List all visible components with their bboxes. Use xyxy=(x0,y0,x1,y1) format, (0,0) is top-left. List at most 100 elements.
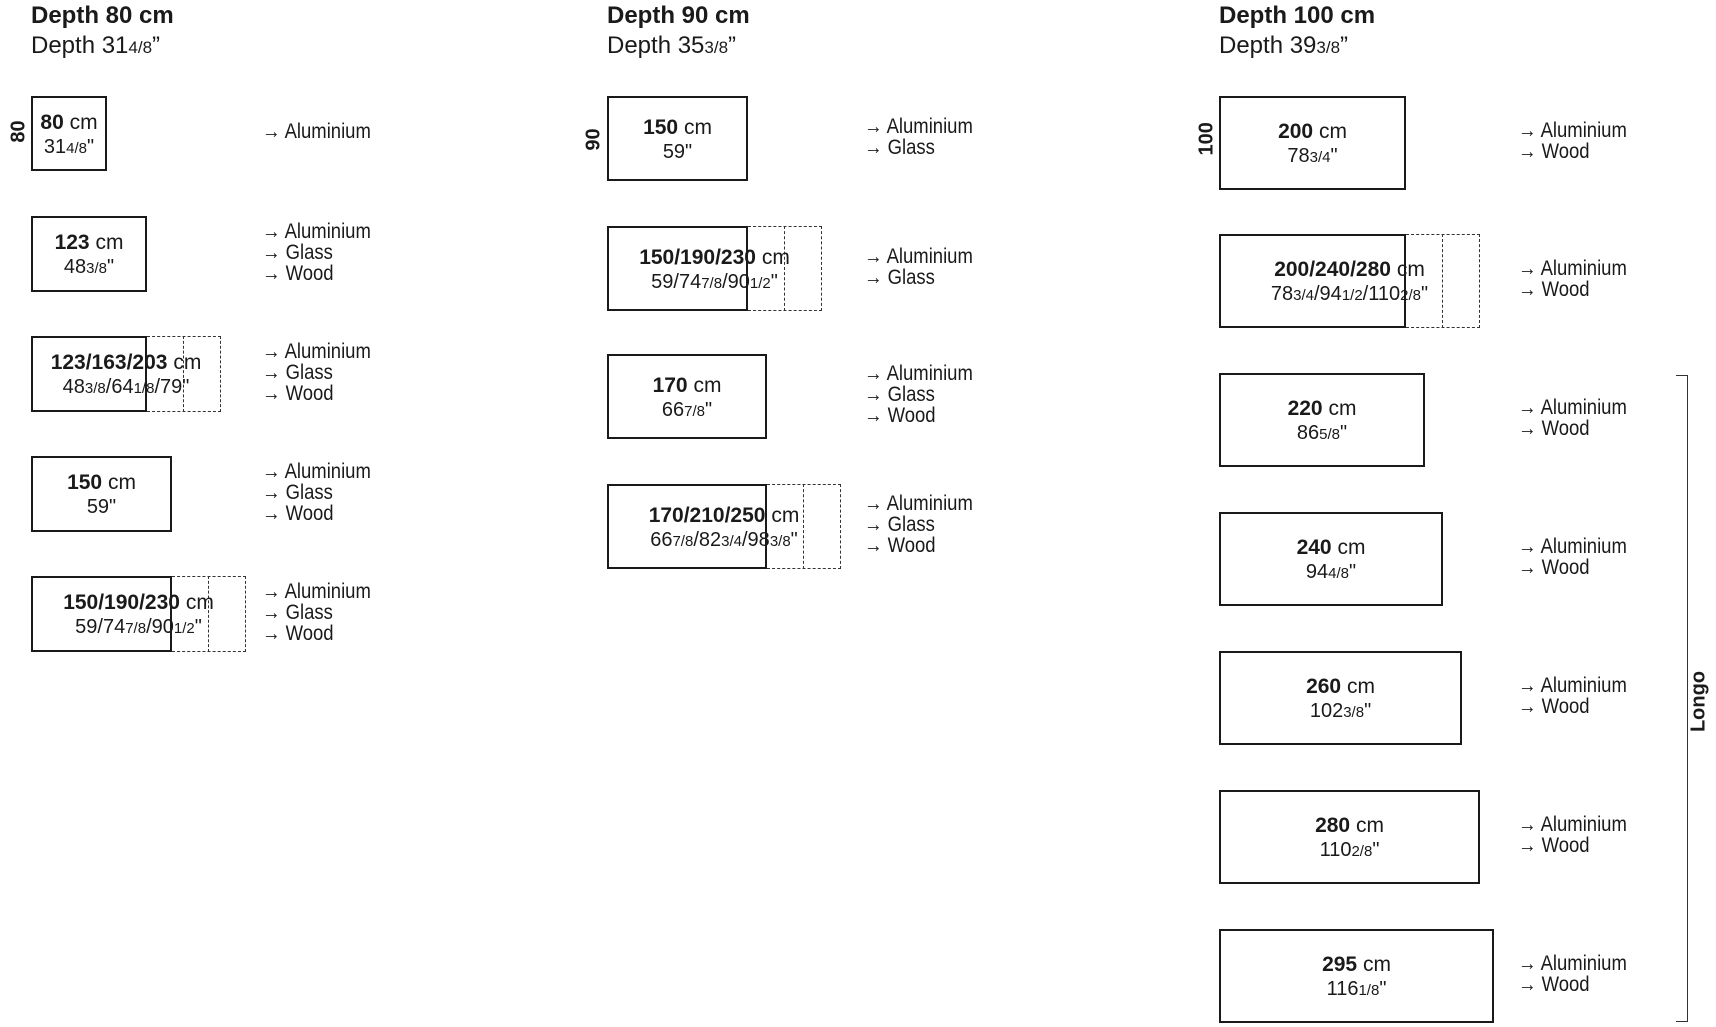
size-cm-unit: cm xyxy=(1357,953,1391,976)
size-cm-value: 150/190/230 xyxy=(639,245,756,269)
longo-bracket xyxy=(1676,375,1688,1022)
inch-value: /79" xyxy=(154,376,190,398)
size-cm-unit: cm xyxy=(89,231,124,254)
inch-value: " xyxy=(770,270,778,293)
material-option: → Aluminium xyxy=(1518,119,1627,142)
inch-fraction: 7/8 xyxy=(684,402,705,420)
size-inch: 59/747/8/901/2" xyxy=(31,617,246,637)
table-size-box xyxy=(1219,651,1462,745)
table-size-box xyxy=(31,216,147,292)
material-option: → Aluminium xyxy=(1518,674,1627,697)
material-option: → Wood xyxy=(1518,695,1590,718)
material-option: → Glass xyxy=(262,240,333,264)
size-cm-value: 150 xyxy=(643,115,679,139)
size-cm-unit: cm xyxy=(687,373,722,397)
size-cm: 170/210/250 cm xyxy=(607,505,841,526)
inch-value: 31 xyxy=(43,135,67,158)
material-list: → Aluminium xyxy=(262,121,386,142)
material-list: → Aluminium→ Glass xyxy=(864,116,988,158)
inch-fraction: 3/8 xyxy=(84,380,106,397)
material-option: → Wood xyxy=(1518,417,1590,440)
table-size-box xyxy=(1219,790,1480,884)
inch-value: /98 xyxy=(742,528,770,551)
extension-outline xyxy=(147,336,221,412)
material-option: → Glass xyxy=(864,513,935,536)
table-size-box xyxy=(607,226,748,311)
inch-value: /90 xyxy=(146,616,174,638)
material-option: → Glass xyxy=(262,480,333,504)
size-inch: 59" xyxy=(31,497,172,517)
material-option: → Aluminium xyxy=(1518,535,1627,558)
material-option: → Aluminium xyxy=(1518,257,1627,280)
subtitle-main: Depth 39 xyxy=(1219,32,1317,59)
extension-outline xyxy=(748,226,822,311)
column-title: Depth 80 cm xyxy=(31,2,174,29)
material-option: → Aluminium xyxy=(1518,396,1627,419)
extension-divider xyxy=(183,336,184,412)
inch-value: /90 xyxy=(722,270,750,293)
material-option: → Wood xyxy=(262,621,334,645)
size-cm: 80 cm xyxy=(31,112,107,133)
material-list: → Aluminium→ Wood xyxy=(1518,120,1642,162)
inch-fraction: 1/2 xyxy=(1341,287,1363,304)
size-cm-unit: cm xyxy=(1331,536,1366,559)
size-cm: 220 cm xyxy=(1219,398,1425,419)
inch-value: 66 xyxy=(650,528,673,551)
material-option: → Wood xyxy=(262,261,334,285)
inch-value: " xyxy=(790,528,798,551)
material-option: → Wood xyxy=(1518,973,1590,996)
size-cm: 280 cm xyxy=(1219,815,1480,836)
table-size-box xyxy=(31,336,147,412)
inch-value: 48 xyxy=(63,256,87,278)
material-list: → Aluminium→ Glass xyxy=(864,246,988,288)
material-list: → Aluminium→ Wood xyxy=(1518,675,1642,717)
material-list: → Aluminium→ Glass→ Wood xyxy=(262,581,386,644)
column-subtitle: Depth 314/8” xyxy=(31,32,160,60)
material-list: → Aluminium→ Glass→ Wood xyxy=(262,221,386,284)
subtitle-fraction: 3/8 xyxy=(1316,38,1341,57)
material-list: → Aluminium→ Wood xyxy=(1518,258,1642,300)
size-cm: 200 cm xyxy=(1219,121,1406,142)
material-list: → Aluminium→ Glass→ Wood xyxy=(262,341,386,404)
inch-fraction: 4/8 xyxy=(66,139,87,157)
material-option: → Aluminium xyxy=(262,219,371,243)
inch-fraction: 3/4 xyxy=(1309,149,1331,166)
size-cm-unit: cm xyxy=(63,110,98,134)
size-cm-value: 220 xyxy=(1287,397,1323,420)
table-size-box xyxy=(31,576,172,652)
size-cm-unit: cm xyxy=(102,471,136,494)
depth-rotated-label: 90 xyxy=(582,128,605,151)
extension-outline xyxy=(1406,234,1480,328)
size-inch: 59/747/8/901/2" xyxy=(607,272,822,292)
inch-value: 94 xyxy=(1305,561,1329,583)
extension-divider xyxy=(1442,234,1443,328)
size-cm: 295 cm xyxy=(1219,954,1494,975)
inch-fraction: 4/8 xyxy=(1328,565,1349,582)
size-cm: 150 cm xyxy=(31,472,172,493)
material-option: → Wood xyxy=(864,534,936,557)
material-option: → Wood xyxy=(262,501,334,525)
material-option: → Aluminium xyxy=(1518,813,1627,836)
table-size-box xyxy=(1219,234,1406,328)
inch-value: " xyxy=(87,135,95,158)
size-cm-value: 150/190/230 xyxy=(63,591,180,614)
size-cm-unit: cm xyxy=(678,115,712,139)
inch-value: " xyxy=(1379,978,1387,1000)
size-cm-unit: cm xyxy=(765,503,800,527)
size-inch: 59" xyxy=(607,142,748,162)
material-option: → Wood xyxy=(262,381,334,405)
size-inch: 483/8/641/8/79" xyxy=(31,377,221,397)
size-cm-value: 260 xyxy=(1306,675,1342,698)
material-option: → Wood xyxy=(1518,834,1590,857)
table-size-box xyxy=(1219,373,1425,467)
material-option: → Aluminium xyxy=(262,459,371,483)
extension-outline xyxy=(767,484,841,569)
